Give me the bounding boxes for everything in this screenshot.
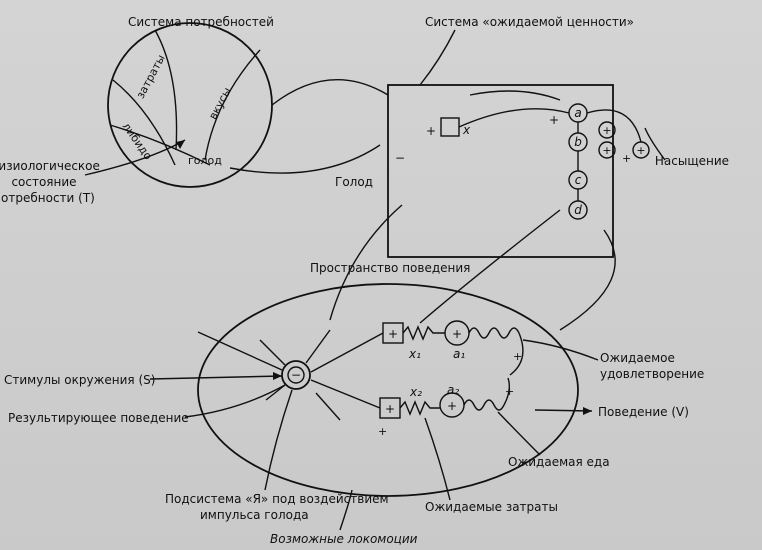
plus-lower-right: +: [505, 385, 514, 398]
tastes-label: вкусы: [206, 85, 234, 121]
coil-2: [463, 399, 505, 411]
expected-food-pointer: [497, 411, 541, 456]
expected-costs-pointer: [424, 417, 451, 501]
self-to-x1: [310, 332, 384, 373]
ev-plus-left: +: [426, 124, 436, 138]
expected-value-title: Система «ожидаемой ценности»: [425, 15, 634, 29]
self-node-inner: [287, 366, 305, 384]
needs-system-title: Система потребностей: [128, 15, 274, 29]
behavior-space-label: Пространство поведения: [310, 261, 470, 275]
ev-x-box: [440, 117, 460, 137]
label-a1: a₁: [453, 347, 465, 361]
hunger-inner-label: голод: [188, 154, 222, 167]
hunger-label: Голод: [335, 175, 373, 189]
ev-title-pointer: [419, 29, 456, 86]
ev-plus-big: +: [549, 113, 559, 127]
phys-line-2: состояние: [11, 175, 76, 189]
sector-line-3: [204, 49, 261, 161]
node-a-label: a: [574, 106, 581, 120]
ev-x-label: x: [462, 123, 471, 137]
locomotion-pointer: [339, 489, 353, 531]
loop-arc: [469, 90, 561, 101]
ev-to-self: [329, 204, 403, 321]
resulting-behavior-arrow: [184, 384, 286, 418]
plus-upper-right: +: [513, 350, 522, 363]
self-subsystem-2: импульса голода: [200, 508, 309, 522]
expected-satisfaction-1: Ожидаемое: [600, 351, 675, 365]
coil-2-tail: [503, 377, 511, 406]
physiological-state: Физиологическое состояние потребности (T…: [0, 139, 186, 205]
expected-costs-label: Ожидаемые затраты: [425, 500, 558, 514]
ev-to-x1: [419, 209, 561, 324]
self-node-sign: −: [291, 368, 301, 382]
box-x2-sign: +: [385, 402, 395, 416]
plus-lower-left: +: [378, 425, 387, 438]
node-b-label: b: [574, 135, 582, 149]
sector-line-4: [109, 124, 211, 166]
behavior-space: Пространство поведения − + x₁ + a₁ + + x…: [197, 261, 579, 497]
hunger-link: [229, 144, 381, 174]
behavior-v-arrow: [534, 409, 593, 412]
coil-1-tail: [509, 332, 524, 376]
phys-arrow: [84, 139, 186, 176]
satiation-label: Насыщение: [655, 154, 729, 168]
ev-plus-right: +: [622, 152, 631, 165]
arrow-out-1: [315, 392, 341, 421]
arrow-in-3: [305, 329, 331, 364]
box-x1-sign: +: [388, 327, 398, 341]
needs-system: Система потребностей затраты либидо вкус…: [107, 15, 274, 188]
node-plus-2-label: +: [602, 144, 611, 157]
arrow-in-1: [197, 331, 283, 371]
sum-a2-sign: +: [447, 399, 457, 413]
self-subsystem-1: Подсистема «Я» под воздействием: [165, 492, 389, 506]
spring-1: [402, 325, 445, 341]
sum-a1-sign: +: [452, 327, 462, 341]
self-subsystem-pointer: [264, 389, 293, 491]
costs-label: затраты: [134, 52, 168, 100]
node-d-label: d: [574, 203, 582, 217]
expected-food-label: Ожидаемая еда: [508, 455, 610, 469]
label-x2: x₂: [409, 385, 422, 399]
label-a2: a₂: [447, 383, 459, 397]
possible-locomotion-label: Возможные локомоции: [270, 532, 418, 546]
expected-satisfaction-pointer: [522, 339, 599, 361]
env-stimuli-label: Стимулы окружения (S): [4, 373, 155, 387]
a-to-plus3: [586, 109, 642, 143]
sector-line-2: [154, 29, 178, 151]
expected-value-system: Система «ожидаемой ценности» x + − + a b…: [387, 15, 650, 258]
behavior-v-label: Поведение (V): [598, 405, 689, 419]
arrow-in-2: [259, 339, 286, 366]
phys-line-3: потребности (T): [0, 191, 95, 205]
ev-minus: −: [395, 151, 405, 165]
node-plus-2: [598, 141, 616, 159]
spring-2: [399, 400, 440, 416]
node-plus-1: [598, 121, 616, 139]
sector-line-1: [112, 79, 176, 166]
phys-line-1: Физиологическое: [0, 159, 100, 173]
satiation-pointer: [644, 127, 666, 161]
node-plus-3-label: +: [636, 144, 645, 157]
self-to-x2: [310, 379, 381, 409]
ev-to-behavior: [559, 229, 616, 331]
node-plus-1-label: +: [602, 124, 611, 137]
needs-to-ev: [271, 79, 389, 106]
coil-1: [468, 327, 520, 339]
self-node-outer: [281, 360, 311, 390]
behavior-ellipse: [197, 283, 579, 497]
resulting-behavior-label: Результирующее поведение: [8, 411, 189, 425]
expected-satisfaction-2: удовлетворение: [600, 367, 704, 381]
node-c-label: c: [575, 173, 582, 187]
x-to-a: [458, 108, 570, 128]
env-stimuli-arrow: [149, 375, 283, 380]
label-x1: x₁: [408, 347, 421, 361]
